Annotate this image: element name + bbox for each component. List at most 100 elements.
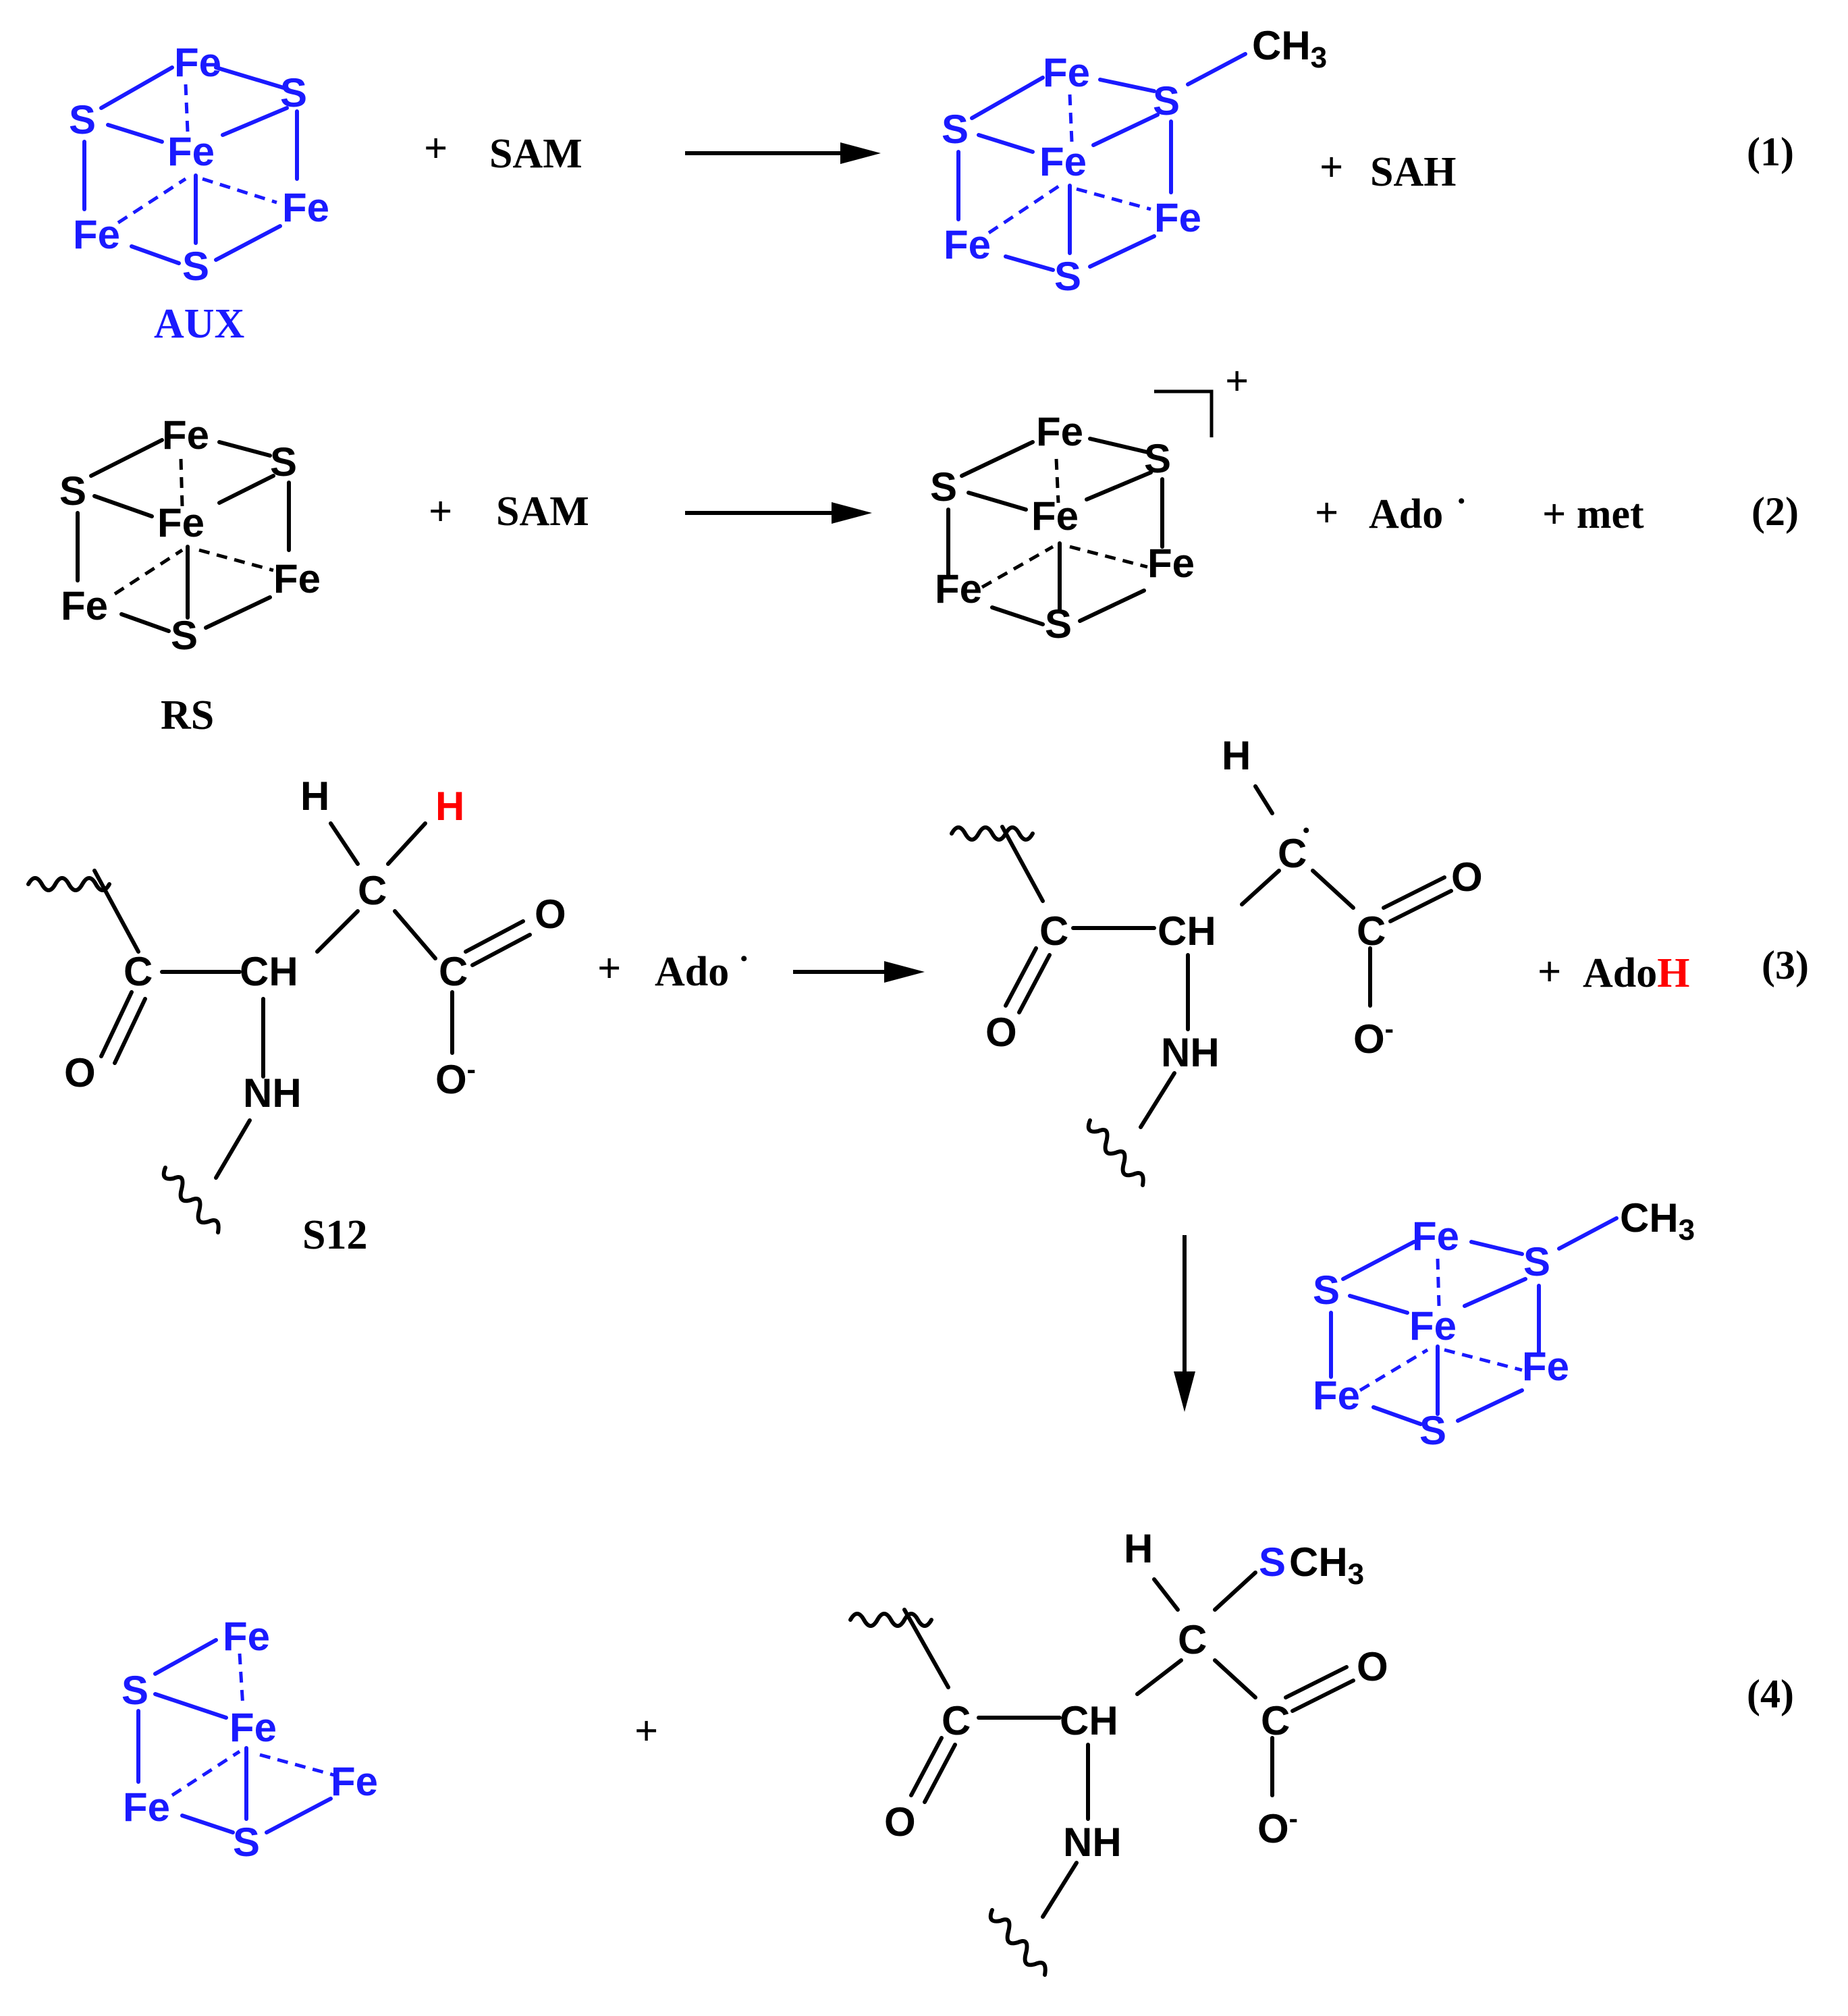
r2-ado: Ado (1369, 491, 1443, 537)
rs-fe-center: Fe (157, 500, 205, 545)
rs-ox-s-right: S (1144, 436, 1171, 481)
aux-label: AUX (154, 301, 245, 347)
s12-c-carboxyl: C (439, 949, 468, 994)
rad-c-carbonyl: C (1039, 908, 1068, 954)
prod-c-carbonyl: C (942, 1698, 971, 1743)
s12-nh: NH (243, 1070, 302, 1116)
fe3s4-fe-center: Fe (229, 1705, 277, 1750)
fe3s4-fe-top: Fe (223, 1614, 270, 1659)
r3-arrow (793, 961, 925, 983)
rs-ox-s-left: S (930, 464, 957, 510)
r1-arrow (685, 142, 881, 164)
prod-o-carbonyl: O (884, 1799, 916, 1845)
r2-plus-2: + (1315, 490, 1338, 536)
prod-nh: NH (1063, 1820, 1122, 1865)
aux-fe-bottom-left: Fe (73, 212, 120, 257)
rs-ox-s-bottom: S (1045, 601, 1072, 647)
r2-ado-radical: • (1458, 490, 1465, 512)
aux2-fe-top: Fe (1412, 1214, 1459, 1259)
aux-s-bottom: S (182, 244, 209, 289)
prod-methyl: CH3 (1289, 1540, 1364, 1591)
s12-o-carboxyl: O (535, 892, 566, 937)
r4-plus: + (634, 1708, 658, 1754)
r2-charge: + (1225, 358, 1249, 404)
r2-number: (2) (1751, 489, 1799, 534)
s12-h-left: H (300, 773, 329, 819)
r2-met: + met (1542, 491, 1644, 537)
rad-c-carboxyl: C (1357, 908, 1386, 954)
rad-h: H (1222, 733, 1251, 778)
prod-c-beta: C (1178, 1617, 1207, 1662)
r1-number: (1) (1747, 130, 1794, 174)
aux2-s-right: S (1523, 1239, 1550, 1284)
rs-label: RS (161, 692, 214, 738)
r3-ado: Ado (655, 949, 729, 995)
r2-arrow (685, 502, 872, 524)
s12-o-minus: O- (435, 1055, 476, 1102)
rad-ch-alpha: CH (1158, 908, 1216, 954)
rad-o-minus: O- (1353, 1014, 1394, 1062)
aux-me-fe-center: Fe (1039, 139, 1087, 184)
r3-adoh: AdoH (1583, 950, 1690, 996)
prod-o-minus: O- (1257, 1804, 1298, 1851)
prod-h: H (1124, 1526, 1153, 1571)
aux-me-s-bottom: S (1054, 254, 1081, 299)
aux-fe-top: Fe (174, 40, 221, 85)
fe3s4-fe-bottom-left: Fe (123, 1785, 170, 1830)
r2-plus-1: + (429, 489, 452, 535)
prod-c-carboxyl: C (1261, 1698, 1290, 1743)
s12-substrate: C O CH NH C H H C O O- (26, 773, 566, 1234)
r3-down-arrow (1174, 1235, 1195, 1412)
aux2-methyl: CH3 (1620, 1195, 1695, 1247)
prod-o-carboxyl: O (1357, 1644, 1388, 1689)
rad-o-carbonyl: O (985, 1010, 1017, 1055)
r2-sam: SAM (496, 489, 589, 535)
aux-cluster-reactant: Fe S S Fe Fe Fe S (69, 40, 329, 289)
rad-nh: NH (1161, 1030, 1220, 1075)
r1-plus-2: + (1320, 144, 1343, 190)
r1-sam: SAM (489, 131, 582, 177)
rs-s-bottom: S (171, 613, 198, 658)
s12-ch-alpha: CH (240, 949, 298, 994)
r2-charge-bracket (1154, 389, 1214, 437)
methylthiolated-product: C O CH NH C H S CH3 C O O- (848, 1526, 1388, 1977)
aux-s-right: S (280, 70, 307, 115)
rs-cluster-reactant: Fe S S Fe Fe Fe S (59, 412, 321, 658)
s12-c-beta: C (358, 868, 387, 913)
aux-methylated-cluster: Fe S S Fe Fe Fe S (942, 50, 1247, 299)
s12-o-carbonyl: O (64, 1050, 96, 1095)
aux2-s-left: S (1313, 1268, 1340, 1313)
fe3s4-s-bottom: S (233, 1820, 260, 1865)
rs-fe-right: Fe (273, 556, 321, 601)
r3-plus-1: + (597, 946, 621, 991)
r4-number: (4) (1747, 1672, 1794, 1716)
rs-ox-fe-top: Fe (1036, 409, 1083, 454)
rad-o-carboxyl: O (1451, 854, 1483, 900)
rs-cluster-oxidized: Fe S S Fe Fe Fe S (930, 409, 1195, 647)
aux-me-fe-top: Fe (1043, 50, 1090, 95)
rs-s-left: S (59, 468, 86, 514)
rs-fe-top: Fe (162, 412, 209, 458)
aux-fe-center: Fe (167, 129, 215, 174)
r1-plus-1: + (424, 126, 447, 171)
rad-c-beta-radical: • (1303, 819, 1310, 842)
aux2-fe-bottom-left: Fe (1313, 1373, 1360, 1418)
rs-ox-fe-bottom-left: Fe (935, 566, 982, 611)
rs-ox-fe-center: Fe (1031, 493, 1079, 539)
prod-ch-alpha: CH (1060, 1698, 1118, 1743)
aux-me-fe-right: Fe (1154, 195, 1201, 240)
aux-me-fe-bottom-left: Fe (944, 222, 991, 267)
aux2-s-bottom: S (1419, 1408, 1446, 1453)
substrate-radical: C O CH NH C • H C O O- (950, 733, 1483, 1187)
r1-methyl: CH3 (1252, 23, 1327, 74)
aux-me-s-left: S (942, 107, 969, 152)
aux-s-left: S (69, 97, 96, 142)
rs-fe-bottom-left: Fe (61, 583, 108, 628)
aux-methylated-cluster-2: Fe S S Fe Fe Fe S (1313, 1214, 1619, 1453)
rad-c-beta: C (1278, 831, 1307, 876)
prod-s-methylthio: S (1259, 1540, 1286, 1585)
s12-c-carbonyl: C (124, 949, 153, 994)
aux-fe-right: Fe (282, 185, 329, 230)
fe3s4-fe-right: Fe (331, 1759, 378, 1804)
